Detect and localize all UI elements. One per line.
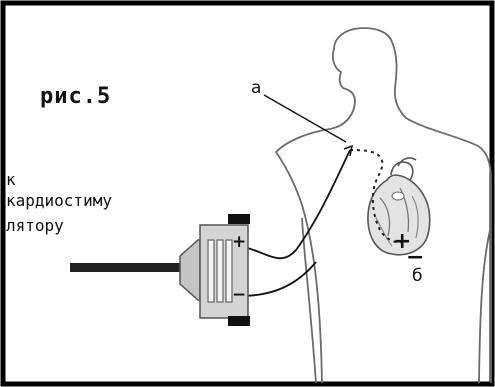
connector-plus-sign: + [232, 232, 247, 252]
electrode-dotted-path [349, 149, 407, 244]
label-a-pointer [263, 94, 347, 143]
destination-label-line-2: кардиостиму [6, 191, 112, 210]
heart-plus-sign: + [393, 229, 412, 254]
destination-label-line-3: лятору [6, 216, 64, 235]
label-b: б [412, 266, 423, 286]
connector-plug-icon [179, 214, 250, 326]
heart-minus-sign: − [406, 245, 425, 270]
lead-wire [239, 149, 351, 260]
return-wire [239, 261, 317, 297]
connector-minus-sign: − [232, 285, 247, 305]
stimulator-cable [70, 263, 182, 272]
arm-inner-line-right [478, 229, 491, 384]
label-a: а [251, 78, 262, 98]
entry-point-mark [343, 144, 354, 157]
figure-label: рис.5 [40, 84, 112, 109]
arm-inner-line [301, 217, 317, 384]
body-silhouette [275, 27, 492, 384]
destination-label-line-1: к [6, 170, 16, 189]
